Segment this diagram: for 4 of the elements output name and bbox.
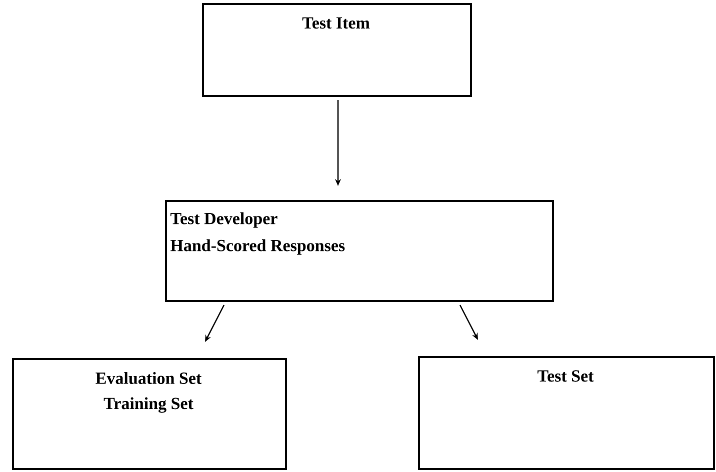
process-box: Evaluation Set Training Set bbox=[12, 358, 287, 470]
process-box: Test Set bbox=[418, 356, 715, 470]
process-box: Test Item bbox=[202, 3, 472, 97]
process-box: Test Developer Hand-Scored Responses bbox=[165, 200, 554, 302]
